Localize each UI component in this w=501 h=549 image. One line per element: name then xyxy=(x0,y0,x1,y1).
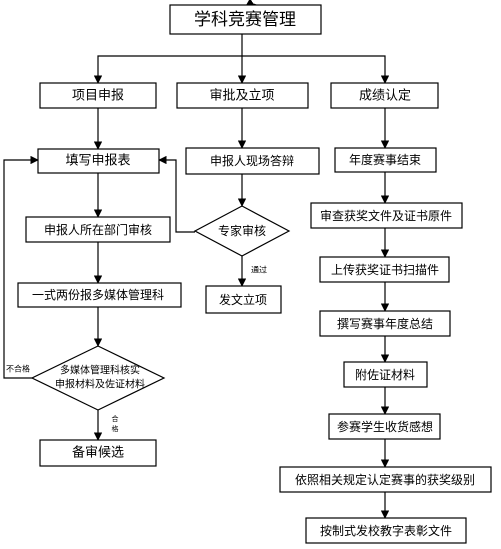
label-multimedia: 一式两份报多媒体管理科 xyxy=(32,287,164,302)
label-publish: 发文立项 xyxy=(219,292,267,307)
label-level: 依照相关规定认定赛事的获奖级别 xyxy=(295,472,475,487)
title-box xyxy=(169,4,322,35)
edge-fail-loop xyxy=(3,155,39,379)
node-approve xyxy=(176,82,309,109)
label-check-line2: 申报材料及佐证材料 xyxy=(55,378,145,391)
label-check-line1: 多媒体管理科核实 xyxy=(60,364,140,377)
edge-expert-back xyxy=(158,155,195,233)
label-attach: 附佐证材料 xyxy=(355,368,415,382)
node-dept-review xyxy=(25,216,171,243)
label-expert: 专家审核 xyxy=(218,223,266,238)
node-multimedia xyxy=(17,282,182,308)
label-backup: 备审候选 xyxy=(72,445,124,461)
connectors xyxy=(3,0,390,519)
node-year-end xyxy=(334,147,437,173)
node-material-check xyxy=(30,345,166,411)
node-grade xyxy=(330,82,439,109)
node-project-apply xyxy=(39,82,157,109)
node-level xyxy=(279,466,492,493)
node-review-docs xyxy=(310,202,463,229)
label-doc: 按制式发校教字表彰文件 xyxy=(320,523,452,538)
node-onsite-defense xyxy=(185,147,320,175)
label-project-apply: 项目申报 xyxy=(72,89,124,104)
node-fill-form xyxy=(37,148,160,174)
label-upload: 上传获奖证书扫描件 xyxy=(331,262,439,277)
label-fill-form: 填写申报表 xyxy=(65,154,130,169)
node-upload xyxy=(319,256,450,283)
node-feedback xyxy=(328,413,441,440)
node-backup xyxy=(39,439,157,467)
label-year-end: 年度赛事结束 xyxy=(349,152,421,167)
label-dept-review: 申报人所在部门审核 xyxy=(44,222,152,237)
label-feedback: 参赛学生收货感想 xyxy=(337,419,433,434)
node-expert-review xyxy=(193,205,291,257)
edge-label-fail: 不合格 xyxy=(6,364,30,374)
edge-title-apply xyxy=(93,55,242,84)
edge-label-pass-1: 合 xyxy=(112,414,119,423)
node-doc xyxy=(305,517,467,544)
label-review-docs: 审查获奖文件及证书原件 xyxy=(320,208,452,223)
node-summary xyxy=(319,310,451,337)
edge-label-passed: 通过 xyxy=(251,265,267,275)
label-grade: 成绩认定 xyxy=(359,89,411,104)
node-publish xyxy=(205,285,282,314)
label-onsite: 申报人现场答辩 xyxy=(210,153,294,168)
edge-label-pass-2: 格 xyxy=(112,424,119,433)
node-attach xyxy=(343,361,428,388)
label-approve: 审批及立项 xyxy=(209,89,274,104)
edge-title-grade xyxy=(242,55,390,84)
title-text: 学科竞赛管理 xyxy=(194,9,296,30)
label-summary: 撰写赛事年度总结 xyxy=(337,316,433,331)
